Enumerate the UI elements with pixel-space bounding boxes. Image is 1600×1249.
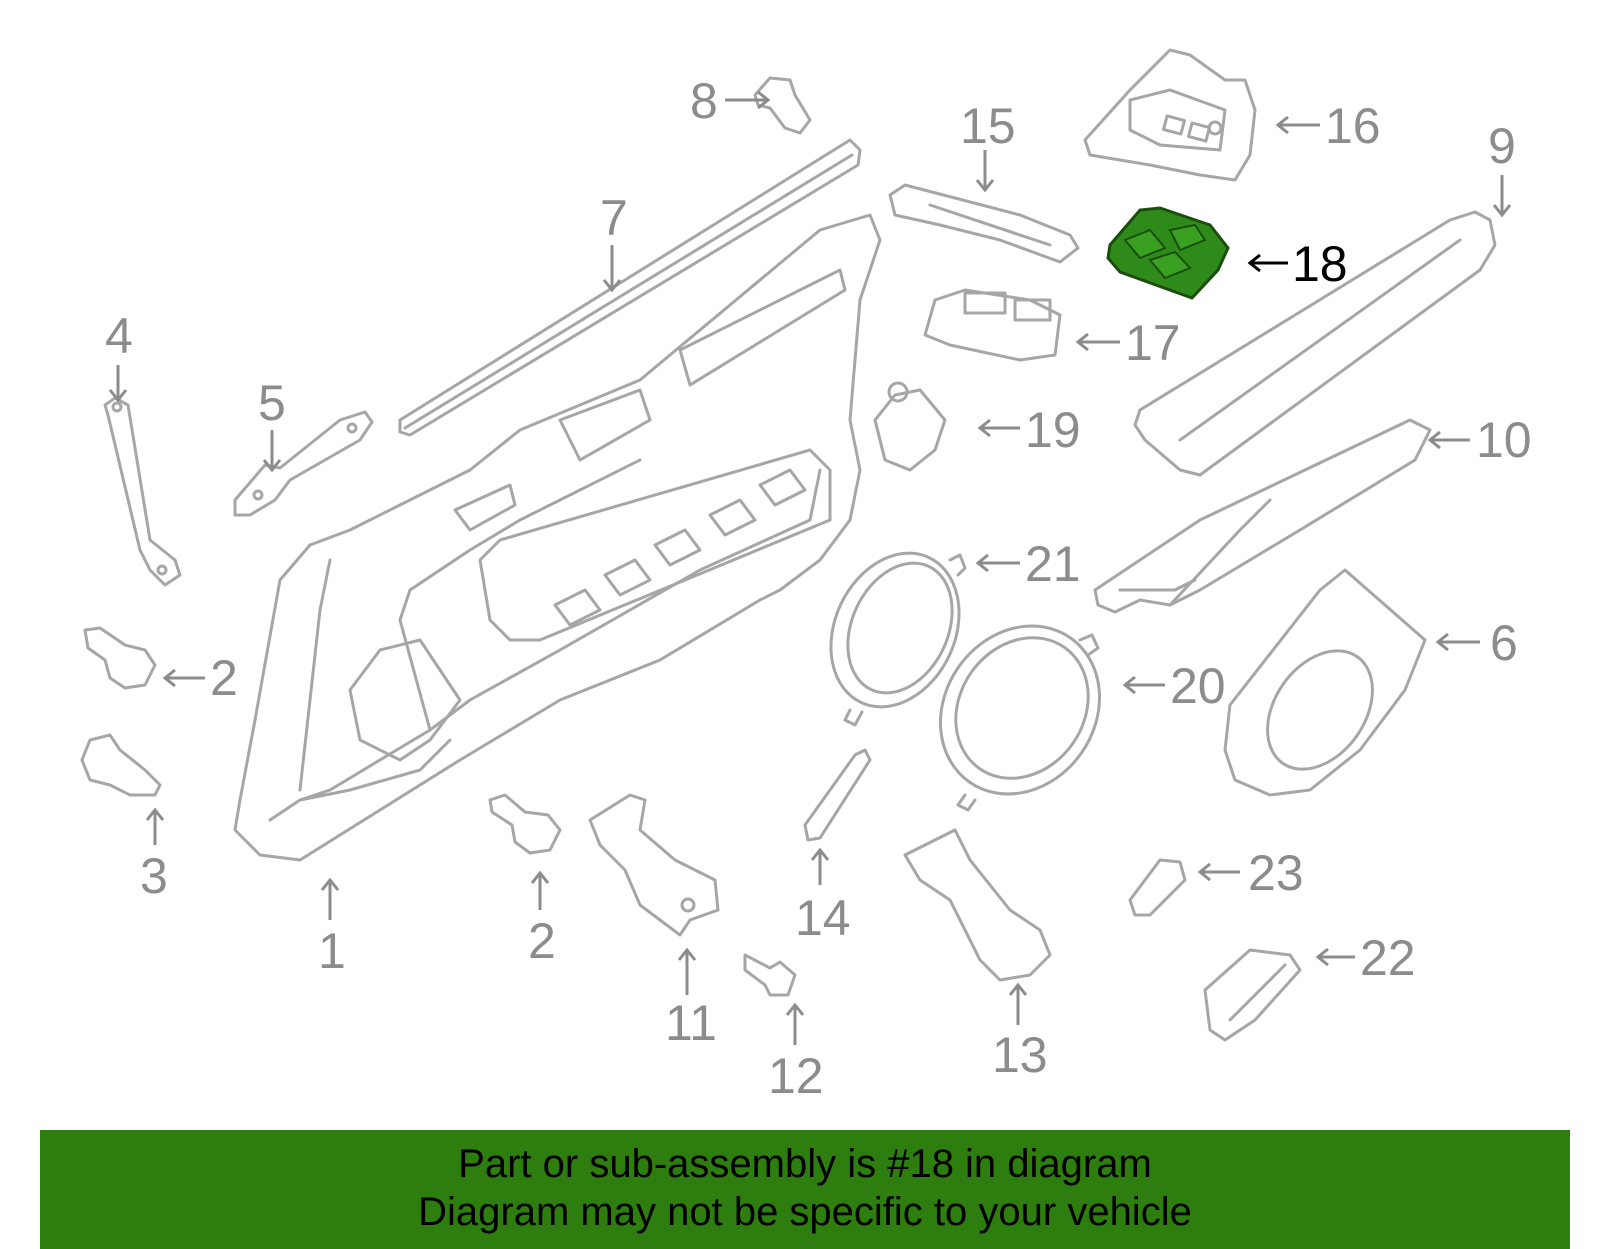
callout-18: 18 bbox=[1292, 236, 1348, 292]
callout-21: 21 bbox=[1025, 536, 1081, 592]
banner-line-2: Diagram may not be specific to your vehi… bbox=[418, 1190, 1192, 1234]
part-8-fastener bbox=[753, 76, 812, 135]
callout-23: 23 bbox=[1248, 845, 1304, 901]
part-23-bulb bbox=[1128, 858, 1187, 917]
callout-10: 10 bbox=[1476, 412, 1532, 468]
part-4-handle-bracket bbox=[103, 396, 182, 587]
callout-labels: 1 2 2 3 4 5 6 7 8 9 10 11 12 13 14 15 16… bbox=[105, 73, 1532, 1104]
part-14-pin bbox=[803, 748, 872, 842]
part-1-door-trim-panel bbox=[233, 213, 882, 862]
callout-20: 20 bbox=[1170, 658, 1226, 714]
callout-16: 16 bbox=[1325, 98, 1381, 154]
callout-arrows bbox=[108, 90, 1512, 1045]
callout-13: 13 bbox=[992, 1027, 1048, 1083]
part-21-speaker-bracket bbox=[829, 551, 967, 727]
part-15-bezel bbox=[888, 183, 1080, 264]
callout-7: 7 bbox=[600, 190, 628, 246]
part-20-speaker-bracket bbox=[938, 624, 1102, 812]
callout-2-bottom: 2 bbox=[528, 913, 556, 969]
callout-5: 5 bbox=[258, 375, 286, 431]
part-19-switch bbox=[873, 381, 947, 472]
callout-1: 1 bbox=[318, 923, 346, 979]
part-7-belt-molding bbox=[398, 138, 862, 437]
part-9-armrest-upper bbox=[1133, 210, 1497, 477]
part-18-window-switch-highlighted[interactable] bbox=[1106, 206, 1230, 300]
callout-9: 9 bbox=[1488, 118, 1516, 174]
part-16-switch-bezel bbox=[1083, 48, 1257, 182]
callout-14: 14 bbox=[795, 890, 851, 946]
callout-17: 17 bbox=[1125, 315, 1181, 371]
part-6-speaker-grille bbox=[1223, 568, 1427, 797]
part-10-armrest-lower bbox=[1093, 418, 1432, 614]
part-22-lamp bbox=[1203, 948, 1302, 1042]
banner-line-1: Part or sub-assembly is #18 in diagram bbox=[458, 1142, 1152, 1186]
callout-12: 12 bbox=[768, 1048, 824, 1104]
callout-2-left: 2 bbox=[210, 650, 238, 706]
part-12-screw bbox=[743, 953, 797, 997]
callout-4: 4 bbox=[105, 308, 133, 364]
part-11-bracket bbox=[588, 793, 720, 937]
callout-11: 11 bbox=[665, 995, 717, 1051]
part-5-bracket bbox=[233, 410, 374, 517]
callout-3: 3 bbox=[140, 848, 168, 904]
info-banner: Part or sub-assembly is #18 in diagram D… bbox=[40, 1130, 1570, 1249]
part-2-clip-left bbox=[83, 626, 157, 690]
part-17-switch-assembly bbox=[923, 288, 1062, 362]
callout-19: 19 bbox=[1025, 402, 1081, 458]
callout-8: 8 bbox=[690, 73, 718, 129]
part-13-bracket bbox=[903, 828, 1052, 982]
part-3-push-pin bbox=[80, 733, 162, 797]
callout-15: 15 bbox=[960, 98, 1016, 154]
callout-6: 6 bbox=[1490, 615, 1518, 671]
callout-22: 22 bbox=[1360, 930, 1416, 986]
part-2-clip-bottom bbox=[488, 793, 562, 855]
